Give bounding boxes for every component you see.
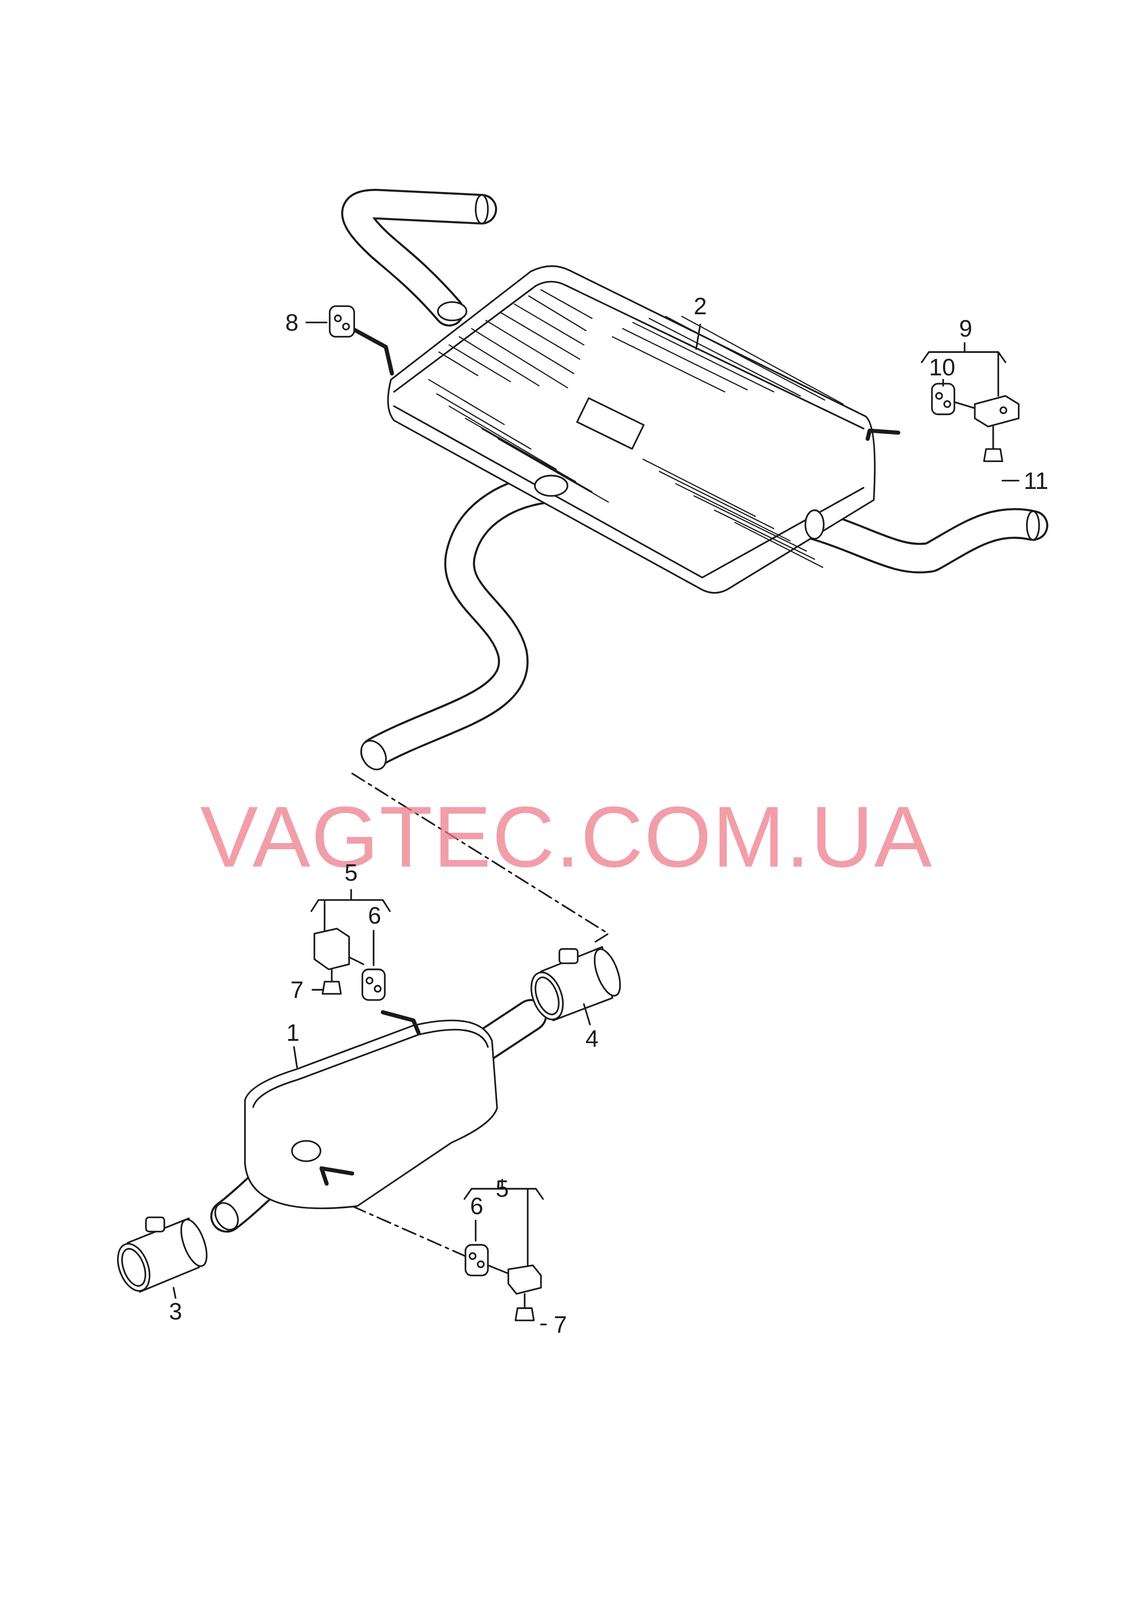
- callout-number: 1: [286, 1021, 300, 1045]
- callout-number: 6: [469, 1194, 484, 1219]
- callout-number: 5: [344, 860, 358, 885]
- callout-number: 3: [168, 1299, 183, 1324]
- rear-muffler: [352, 266, 899, 593]
- assembly-line: [352, 1206, 468, 1258]
- pipe-clamps: [111, 946, 626, 1296]
- callout-number: 9: [959, 316, 973, 341]
- callout-number: 7: [553, 1313, 568, 1337]
- leader-lines: [173, 930, 590, 1326]
- rear-pipes: [356, 194, 1040, 775]
- rear-hangers: [329, 306, 1019, 462]
- callout-number: 11: [1023, 469, 1049, 493]
- callout-number: 5: [495, 1177, 509, 1201]
- callout-number: 10: [928, 355, 956, 380]
- callout-number: 8: [285, 310, 299, 335]
- front-muffler: [210, 1012, 532, 1235]
- watermark: VAGTEC.COM.UA: [200, 793, 934, 881]
- front-hangers: [311, 890, 543, 1321]
- callout-number: 7: [290, 978, 304, 1002]
- callout-number: 2: [693, 294, 707, 319]
- leader-lines: [306, 322, 1019, 481]
- callout-number: 6: [368, 903, 382, 928]
- callout-number: 4: [585, 1027, 599, 1051]
